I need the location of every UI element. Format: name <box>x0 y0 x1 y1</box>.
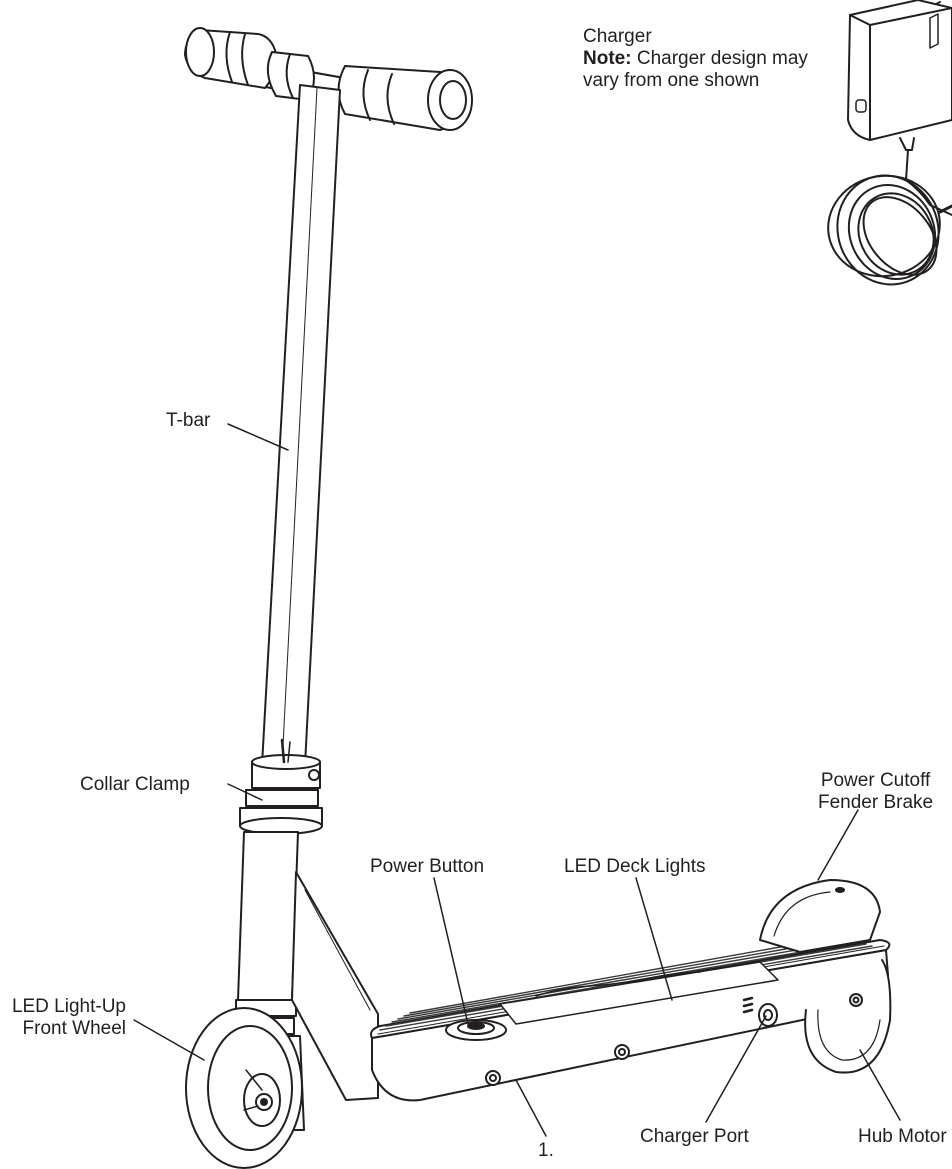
front-wheel <box>185 1007 303 1169</box>
charger-label: Charger Note: Charger design may vary fr… <box>583 26 808 92</box>
rear-fender-brake <box>759 879 881 953</box>
leader-led-front-wheel <box>133 1019 205 1061</box>
charger-port-label: Charger Port <box>640 1126 749 1147</box>
power-cutoff-line1: Power Cutoff <box>820 770 931 791</box>
leader-lines <box>133 423 901 1137</box>
leader-collar-clamp <box>227 783 263 801</box>
t-bar-stem <box>261 84 341 766</box>
deck <box>370 935 891 1102</box>
leader-hub-motor <box>859 1049 901 1121</box>
neck-frame <box>291 871 379 1101</box>
hub-motor-label: Hub Motor <box>858 1126 947 1147</box>
led-deck-lights-label: LED Deck Lights <box>564 856 706 877</box>
leader-led-deck-lights <box>635 877 673 1001</box>
leader-power-cutoff <box>817 809 859 881</box>
leader-figure-number <box>515 1079 547 1137</box>
charger-note-text-2: vary from one shown <box>583 70 760 91</box>
figure-number: 1. <box>538 1140 554 1161</box>
led-front-wheel-line1: LED Light-Up <box>11 996 126 1017</box>
charger <box>827 0 952 286</box>
collar-clamp-label: Collar Clamp <box>80 774 190 795</box>
charger-note-text-1: Charger design may <box>636 48 808 69</box>
power-cutoff-line2: Fender Brake <box>818 792 934 813</box>
head-tube <box>235 831 299 1035</box>
led-front-wheel-label: LED Light-Up Front Wheel <box>2 996 126 1040</box>
charger-title: Charger <box>583 26 652 47</box>
t-bar-label: T-bar <box>166 410 211 431</box>
charger-note-key: Note: <box>583 48 632 69</box>
power-button-shape <box>445 1019 507 1041</box>
power-cutoff-fender-brake-label: Power Cutoff Fender Brake <box>818 770 933 814</box>
leader-charger-port <box>705 1015 767 1123</box>
led-front-wheel-line2: Front Wheel <box>22 1018 126 1039</box>
power-button-label: Power Button <box>370 856 485 877</box>
charger-note: Note: Charger design may <box>583 48 808 70</box>
collar-clamp <box>239 738 323 835</box>
leader-t-bar <box>227 423 289 451</box>
rear-wheel <box>804 959 892 1074</box>
leader-power-button <box>433 877 469 1025</box>
